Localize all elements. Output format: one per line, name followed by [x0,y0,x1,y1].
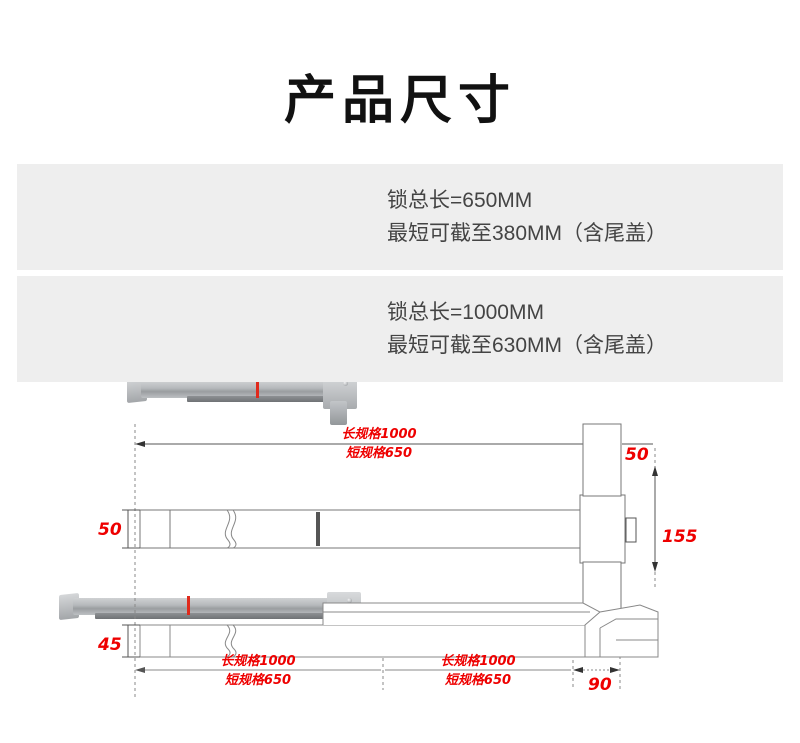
left-height-top-label: 50 [98,520,122,540]
bottom-dim-left-long: 长规格1000 [220,653,295,669]
extension-lines [134,424,656,700]
break-symbol-lower [224,624,237,658]
bottom-dim-left-short: 短规格650 [225,672,291,688]
left-height-dimension [122,509,140,549]
spec-card-650: 锁总长=650MM 最短可截至380MM（含尾盖） [17,164,783,425]
spec-text-650: 锁总长=650MM 最短可截至380MM（含尾盖） [387,184,667,250]
lock-body [73,598,331,615]
spec-card-1000: 锁总长=1000MM 最短可截至630MM（含尾盖） [17,276,783,642]
spec-line-min-cut: 最短可截至380MM（含尾盖） [387,222,668,245]
top-dim-short: 短规格650 [346,445,412,461]
spec-line-total-length: 锁总长=1000MM [387,301,544,324]
spec-text-1000: 锁总长=1000MM 最短可截至630MM（含尾盖） [387,296,667,362]
lock-rail [187,396,331,402]
lock-head-foot [330,401,347,425]
arrow-down [652,562,658,572]
plate-tab [625,517,637,543]
lock-rail [95,613,335,619]
spec-line-min-cut: 最短可截至630MM（含尾盖） [387,334,668,357]
arrow-left [573,667,583,673]
spec-line-total-length: 锁总长=650MM [387,189,533,212]
right-height-label: 155 [662,527,698,547]
lock-body [141,381,327,398]
arrow-up [652,466,658,476]
left-height-dimension-lower [122,624,140,658]
arrow-right [610,667,620,673]
bottom-dim-right-long: 长规格1000 [440,653,515,669]
bottom-dim-right-short: 短规格650 [445,672,511,688]
bottom-right-offset-label: 90 [588,675,612,695]
top-right-offset-label: 50 [625,445,649,465]
red-cut-mark [256,379,259,398]
top-dim-long: 长规格1000 [341,426,416,442]
lower-view [139,602,659,658]
page-title: 产品尺寸 [283,71,516,131]
break-symbol [224,509,237,549]
arrow-left [135,441,145,447]
left-height-bottom-label: 45 [97,635,122,655]
red-cut-mark [187,596,190,615]
technical-drawing: 长规格1000 短规格650 50 [0,400,800,743]
screw-icon [347,598,352,603]
screw-icon [343,381,348,386]
arrow-left [135,667,145,673]
